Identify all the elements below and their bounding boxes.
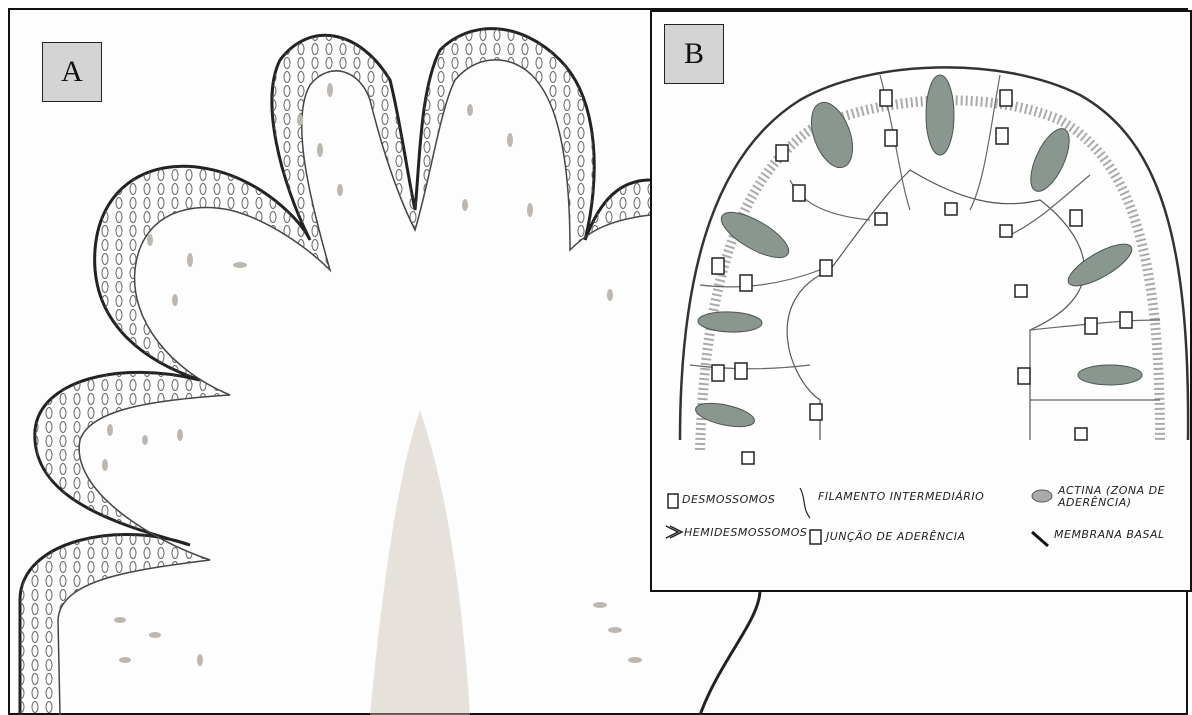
legend-desmosomes: DESMOSSOMOS (682, 493, 775, 506)
legend-hemidesmosomes: HEMIDESMOSSOMOS (684, 526, 807, 539)
legend-actin: ACTINA (ZONA DE ADERÊNCIA) (1058, 485, 1188, 509)
actin-icon (1032, 490, 1052, 502)
panel-b-label: B (664, 24, 724, 84)
filament-icon (800, 488, 810, 518)
legend-basal-membrane: MEMBRANA BASAL (1054, 528, 1165, 541)
basal-membrane-icon (1032, 532, 1048, 546)
legend-adherens-junction: JUNÇÃO DE ADERÊNCIA (826, 530, 966, 543)
legend-intermediate-filament: FILAMENTO INTERMEDIÁRIO (818, 490, 984, 503)
adherens-junction-icon (810, 530, 821, 544)
desmosome-icon (668, 494, 678, 508)
nuclei (694, 75, 1142, 431)
hemidesmosome-icon (666, 526, 682, 538)
